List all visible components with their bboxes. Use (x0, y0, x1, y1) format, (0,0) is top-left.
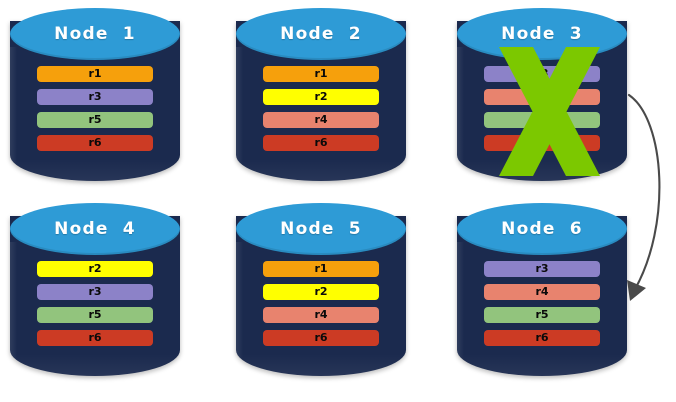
node-4[interactable]: Node 4 r2 r3 r5 r6 (10, 203, 180, 385)
node-4-highlight (10, 242, 17, 382)
record-bar[interactable]: r3 (37, 89, 153, 105)
record-bar[interactable]: r4 (263, 112, 379, 128)
record-bar[interactable]: r3 (37, 284, 153, 300)
node-6-highlight (457, 242, 464, 382)
node-6-records: r3 r4 r5 r6 (484, 261, 600, 346)
node-3-label: Node 3 (501, 24, 583, 44)
node-1-cylinder-top (10, 8, 180, 60)
record-bar[interactable]: r6 (484, 135, 600, 151)
node-5-highlight (236, 242, 243, 382)
node-1[interactable]: Node 1 r1 r3 r5 r6 (10, 8, 180, 190)
record-bar[interactable]: r5 (37, 112, 153, 128)
node-2-bottom-shade (236, 159, 406, 181)
record-bar[interactable]: r6 (484, 330, 600, 346)
node-5-bottom-shade (236, 354, 406, 376)
node-1-bottom-shade (10, 159, 180, 181)
node-2[interactable]: Node 2 r1 r2 r4 r6 (236, 8, 406, 190)
record-bar[interactable]: r3 (484, 66, 600, 82)
record-bar[interactable]: r5 (484, 112, 600, 128)
node-3-records: r3 r4 r5 r6 (484, 66, 600, 151)
node-6-bottom-shade (457, 354, 627, 376)
node-1-label: Node 1 (54, 24, 136, 44)
node-5-records: r1 r2 r4 r6 (263, 261, 379, 346)
record-bar[interactable]: r6 (37, 330, 153, 346)
node-5[interactable]: Node 5 r1 r2 r4 r6 (236, 203, 406, 385)
node-2-records: r1 r2 r4 r6 (263, 66, 379, 151)
record-bar[interactable]: r6 (263, 135, 379, 151)
node-2-cylinder-top (236, 8, 406, 60)
node-3-bottom-shade (457, 159, 627, 181)
record-bar[interactable]: r3 (484, 261, 600, 277)
node-6-cylinder-top (457, 203, 627, 255)
node-4-records: r2 r3 r5 r6 (37, 261, 153, 346)
node-5-cylinder-top (236, 203, 406, 255)
node-6-label: Node 6 (501, 219, 583, 239)
record-bar[interactable]: r6 (263, 330, 379, 346)
node-3[interactable]: Node 3 r3 r4 r5 r6 (457, 8, 627, 190)
node-4-bottom-shade (10, 354, 180, 376)
node-5-label: Node 5 (280, 219, 362, 239)
node-4-label: Node 4 (54, 219, 136, 239)
record-bar[interactable]: r1 (37, 66, 153, 82)
record-bar[interactable]: r4 (484, 284, 600, 300)
record-bar[interactable]: r6 (37, 135, 153, 151)
record-bar[interactable]: r2 (263, 89, 379, 105)
record-bar[interactable]: r1 (263, 261, 379, 277)
node-6[interactable]: Node 6 r3 r4 r5 r6 (457, 203, 627, 385)
record-bar[interactable]: r2 (37, 261, 153, 277)
record-bar[interactable]: r5 (37, 307, 153, 323)
record-bar[interactable]: r1 (263, 66, 379, 82)
node-1-records: r1 r3 r5 r6 (37, 66, 153, 151)
record-bar[interactable]: r5 (484, 307, 600, 323)
node-4-cylinder-top (10, 203, 180, 255)
node-1-highlight (10, 47, 17, 187)
node-3-highlight (457, 47, 464, 187)
node-2-highlight (236, 47, 243, 187)
record-bar[interactable]: r4 (263, 307, 379, 323)
record-bar[interactable]: r2 (263, 284, 379, 300)
node-2-label: Node 2 (280, 24, 362, 44)
record-bar[interactable]: r4 (484, 89, 600, 105)
